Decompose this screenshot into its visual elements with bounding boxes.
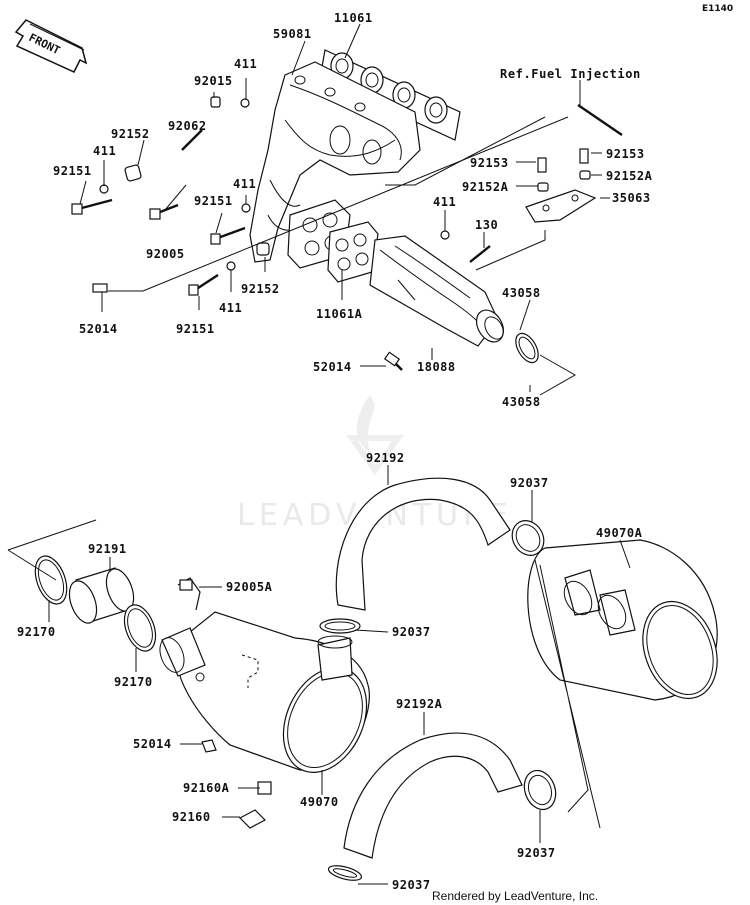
part-label-92153: 92153: [606, 147, 645, 161]
part-label-92037: 92037: [392, 625, 431, 639]
part-label-92170: 92170: [114, 675, 153, 689]
part-label-59081: 59081: [273, 27, 312, 41]
part-label-92151: 92151: [53, 164, 92, 178]
part-label-92151: 92151: [194, 194, 233, 208]
part-label-43058: 43058: [502, 286, 541, 300]
exhaust-manifold-assembly: [71, 49, 623, 371]
part-label-11061A: 11061A: [316, 307, 363, 321]
part-label-92160A: 92160A: [183, 781, 230, 795]
part-label-92151: 92151: [176, 322, 215, 336]
part-label-411: 411: [233, 177, 256, 191]
part-label-92152: 92152: [241, 282, 280, 296]
part-label-92005: 92005: [146, 247, 185, 261]
part-label-411: 411: [93, 144, 116, 158]
part-label-92037: 92037: [510, 476, 549, 490]
part-label-92152A: 92152A: [462, 180, 509, 194]
part-label-52014: 52014: [79, 322, 118, 336]
footer-credit: Rendered by LeadVenture, Inc.: [432, 889, 598, 903]
bottom-leader-lines: [7, 465, 631, 885]
part-label-92191: 92191: [88, 542, 127, 556]
part-label-92152: 92152: [111, 127, 150, 141]
part-label-52014: 52014: [313, 360, 352, 374]
part-label-52014: 52014: [133, 737, 172, 751]
part-label-92005A: 92005A: [226, 580, 273, 594]
reference-note: Ref.Fuel Injection: [500, 67, 641, 81]
part-label-130: 130: [475, 218, 498, 232]
diagram-code: E1140: [702, 4, 733, 14]
part-label-411: 411: [219, 301, 242, 315]
part-label-92037: 92037: [517, 846, 556, 860]
part-label-92062: 92062: [168, 119, 207, 133]
part-label-92153: 92153: [470, 156, 509, 170]
front-arrow-icon: FRONT: [14, 19, 88, 73]
part-label-92015: 92015: [194, 74, 233, 88]
part-label-43058: 43058: [502, 395, 541, 409]
muffler-assembly: [34, 477, 718, 881]
part-label-35063: 35063: [612, 191, 651, 205]
top-leader-lines: [79, 23, 610, 396]
part-label-92192: 92192: [366, 451, 405, 465]
part-label-49070: 49070: [300, 795, 339, 809]
part-label-92160: 92160: [172, 810, 211, 824]
part-label-92192A: 92192A: [396, 697, 443, 711]
part-label-411: 411: [433, 195, 456, 209]
part-label-18088: 18088: [417, 360, 456, 374]
part-labels: Ref.Fuel Injection 11061 59081 411 92015…: [17, 11, 653, 892]
part-label-11061: 11061: [334, 11, 373, 25]
part-label-411: 411: [234, 57, 257, 71]
part-label-49070A: 49070A: [596, 526, 643, 540]
part-label-92037: 92037: [392, 878, 431, 892]
part-label-92152A: 92152A: [606, 169, 653, 183]
part-label-92170: 92170: [17, 625, 56, 639]
